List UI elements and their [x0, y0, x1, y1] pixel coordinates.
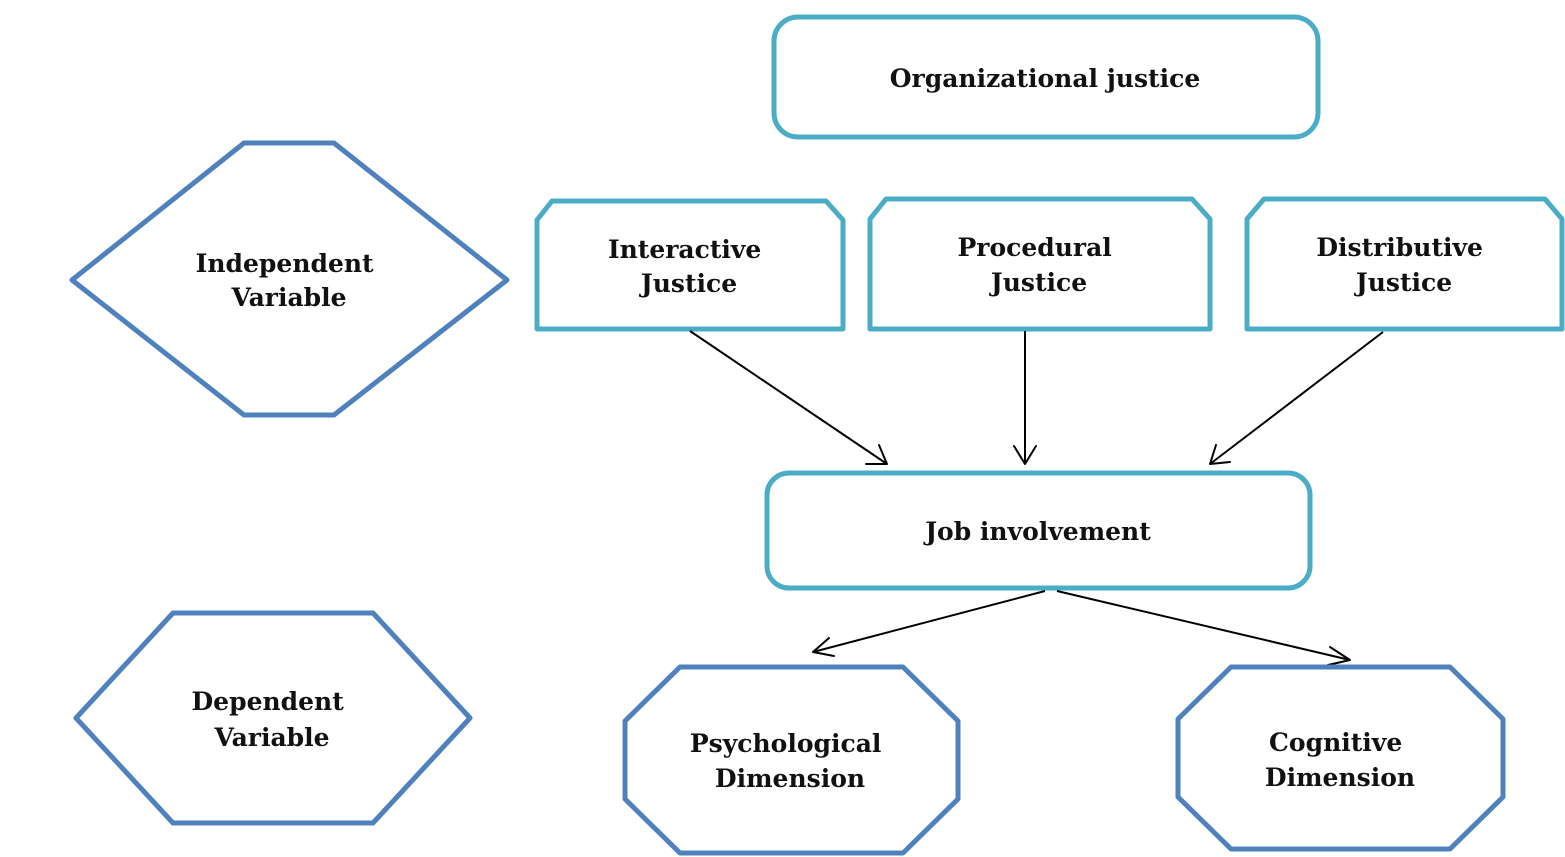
distributive-justice-label-line-1: Distributive: [1316, 233, 1483, 262]
arrow-line: [1056, 590, 1351, 661]
independent-variable-label-line-1: Independent: [196, 249, 374, 278]
arrowhead: [1013, 445, 1037, 465]
node-independent-variable: Independent Variable: [69, 140, 510, 418]
psychological-dimension-label-line-1: Psychological: [690, 729, 882, 758]
procedural-justice-box: [867, 196, 1213, 332]
procedural-justice-label-line-1: Procedural: [957, 233, 1111, 262]
organizational-justice-box: [771, 14, 1321, 140]
procedural-justice-label-line-2: Justice: [989, 268, 1087, 297]
node-job-involvement: Job involvement: [764, 470, 1313, 591]
node-distributive-justice: Distributive Justice: [1244, 196, 1565, 332]
node-interactive-justice: Interactive Justice: [534, 198, 846, 332]
edge-job-to-psychological: [812, 590, 1046, 657]
edge-procedural-to-job: [1013, 331, 1037, 465]
independent-variable-hexagon: [69, 140, 510, 418]
node-procedural-justice: Procedural Justice: [867, 196, 1213, 332]
edge-job-to-cognitive: [1056, 590, 1351, 666]
dependent-variable-label-line-1: Dependent: [192, 687, 345, 716]
cognitive-dimension-octagon: [1175, 664, 1506, 852]
psychological-dimension-label: Psychological Dimension: [690, 729, 890, 793]
job-involvement-label: Job involvement: [923, 517, 1151, 546]
psychological-dimension-octagon: [622, 664, 961, 856]
procedural-justice-label: Procedural Justice: [957, 233, 1120, 297]
arrow-line: [1209, 331, 1384, 465]
distributive-justice-box: [1244, 196, 1565, 332]
psychological-dimension-label-line-2: Dimension: [715, 764, 865, 793]
node-cognitive-dimension: Cognitive Dimension: [1175, 664, 1506, 852]
distributive-justice-label-line-2: Justice: [1354, 268, 1452, 297]
dependent-variable-hexagon: [73, 610, 473, 826]
edge-interactive-to-job: [689, 330, 888, 465]
node-psychological-dimension: Psychological Dimension: [622, 664, 961, 856]
job-involvement-box: [764, 470, 1313, 591]
interactive-justice-box: [534, 198, 846, 332]
distributive-justice-label: Distributive Justice: [1316, 233, 1491, 297]
cognitive-dimension-label-line-2: Dimension: [1265, 763, 1415, 792]
edge-distributive-to-job: [1209, 331, 1384, 465]
independent-variable-label: Independent Variable: [196, 249, 383, 312]
arrowhead: [1327, 646, 1351, 666]
job-involvement-label-line-1: Job involvement: [923, 517, 1151, 546]
dependent-variable-label: Dependent Variable: [192, 687, 353, 752]
arrowhead: [865, 444, 888, 465]
independent-variable-label-line-2: Variable: [230, 283, 346, 312]
cognitive-dimension-label: Cognitive Dimension: [1265, 728, 1415, 792]
cognitive-dimension-label-line-1: Cognitive: [1269, 728, 1402, 757]
organizational-justice-label: Organizational justice: [890, 64, 1200, 93]
arrow-line: [812, 590, 1046, 653]
arrow-line: [689, 330, 888, 465]
interactive-justice-label: Interactive Justice: [608, 235, 770, 298]
arrowhead: [812, 637, 835, 657]
dependent-variable-label-line-2: Variable: [213, 723, 329, 752]
interactive-justice-label-line-1: Interactive: [608, 235, 761, 264]
organizational-justice-label-line-1: Organizational justice: [890, 64, 1200, 93]
interactive-justice-label-line-2: Justice: [639, 269, 737, 298]
node-dependent-variable: Dependent Variable: [73, 610, 473, 826]
node-organizational-justice: Organizational justice: [771, 14, 1321, 140]
arrowhead: [1209, 444, 1231, 465]
